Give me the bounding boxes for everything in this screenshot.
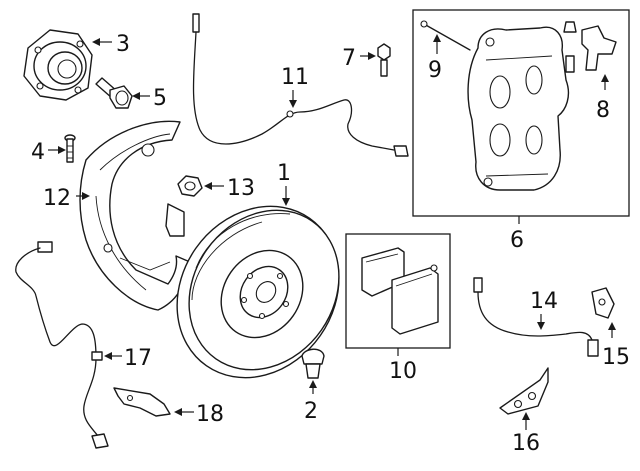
callout-17: 17 [104,346,152,371]
svg-text:9: 9 [428,58,442,83]
svg-text:14: 14 [530,289,558,314]
svg-text:13: 13 [227,176,255,201]
svg-text:6: 6 [510,228,524,253]
svg-text:1: 1 [277,161,291,186]
svg-text:17: 17 [124,346,152,371]
caliper-bolt-part [377,43,391,77]
svg-text:2: 2 [304,399,318,424]
rear-wear-sensor-part [473,277,599,357]
callout-6: 6 [510,216,524,253]
callout-16: 16 [512,412,540,456]
wear-sensor-wire-part [192,13,409,157]
brake-rotor-part [176,205,340,379]
shield-bolt-part [64,134,76,163]
caliper-pin-part [420,20,471,51]
caliper-kit-box [412,9,630,217]
callout-7: 7 [342,46,376,71]
callout-5: 5 [132,86,167,111]
callout-13: 13 [204,176,255,201]
callout-3: 3 [92,32,130,57]
callout-9: 9 [428,34,442,83]
callout-11: 11 [281,65,309,108]
callout-10: 10 [389,348,417,384]
dust-cap-part [301,348,325,379]
shield-screw-part [177,175,203,197]
svg-text:11: 11 [281,65,309,90]
svg-text:3: 3 [116,32,130,57]
svg-text:5: 5 [153,86,167,111]
sensor-bracket-part [591,287,615,319]
callout-18: 18 [174,402,224,427]
wire-bracket-part [499,367,549,415]
svg-text:10: 10 [389,359,417,384]
svg-text:18: 18 [196,402,224,427]
wire-clip-bracket-part [113,387,171,417]
splash-shield-part [79,120,191,311]
wheel-hub-part [23,29,93,101]
svg-text:16: 16 [512,431,540,456]
svg-text:4: 4 [31,140,45,165]
svg-text:7: 7 [342,46,356,71]
svg-text:15: 15 [602,345,630,370]
callout-12: 12 [43,186,90,211]
callout-14: 14 [530,289,558,330]
callout-15: 15 [602,322,630,370]
callout-2: 2 [304,380,318,424]
hub-bolt-part [95,77,133,109]
callout-1: 1 [277,161,291,206]
callout-4: 4 [31,140,66,165]
bleeder-screw-part [563,21,577,73]
caliper-part [467,26,570,191]
brake-pad-outer-part [391,264,439,335]
svg-text:12: 12 [43,186,71,211]
pad-clip-part [581,25,617,71]
svg-text:8: 8 [596,98,610,123]
callout-8: 8 [596,74,610,123]
speed-sensor-wire-part [15,241,109,449]
